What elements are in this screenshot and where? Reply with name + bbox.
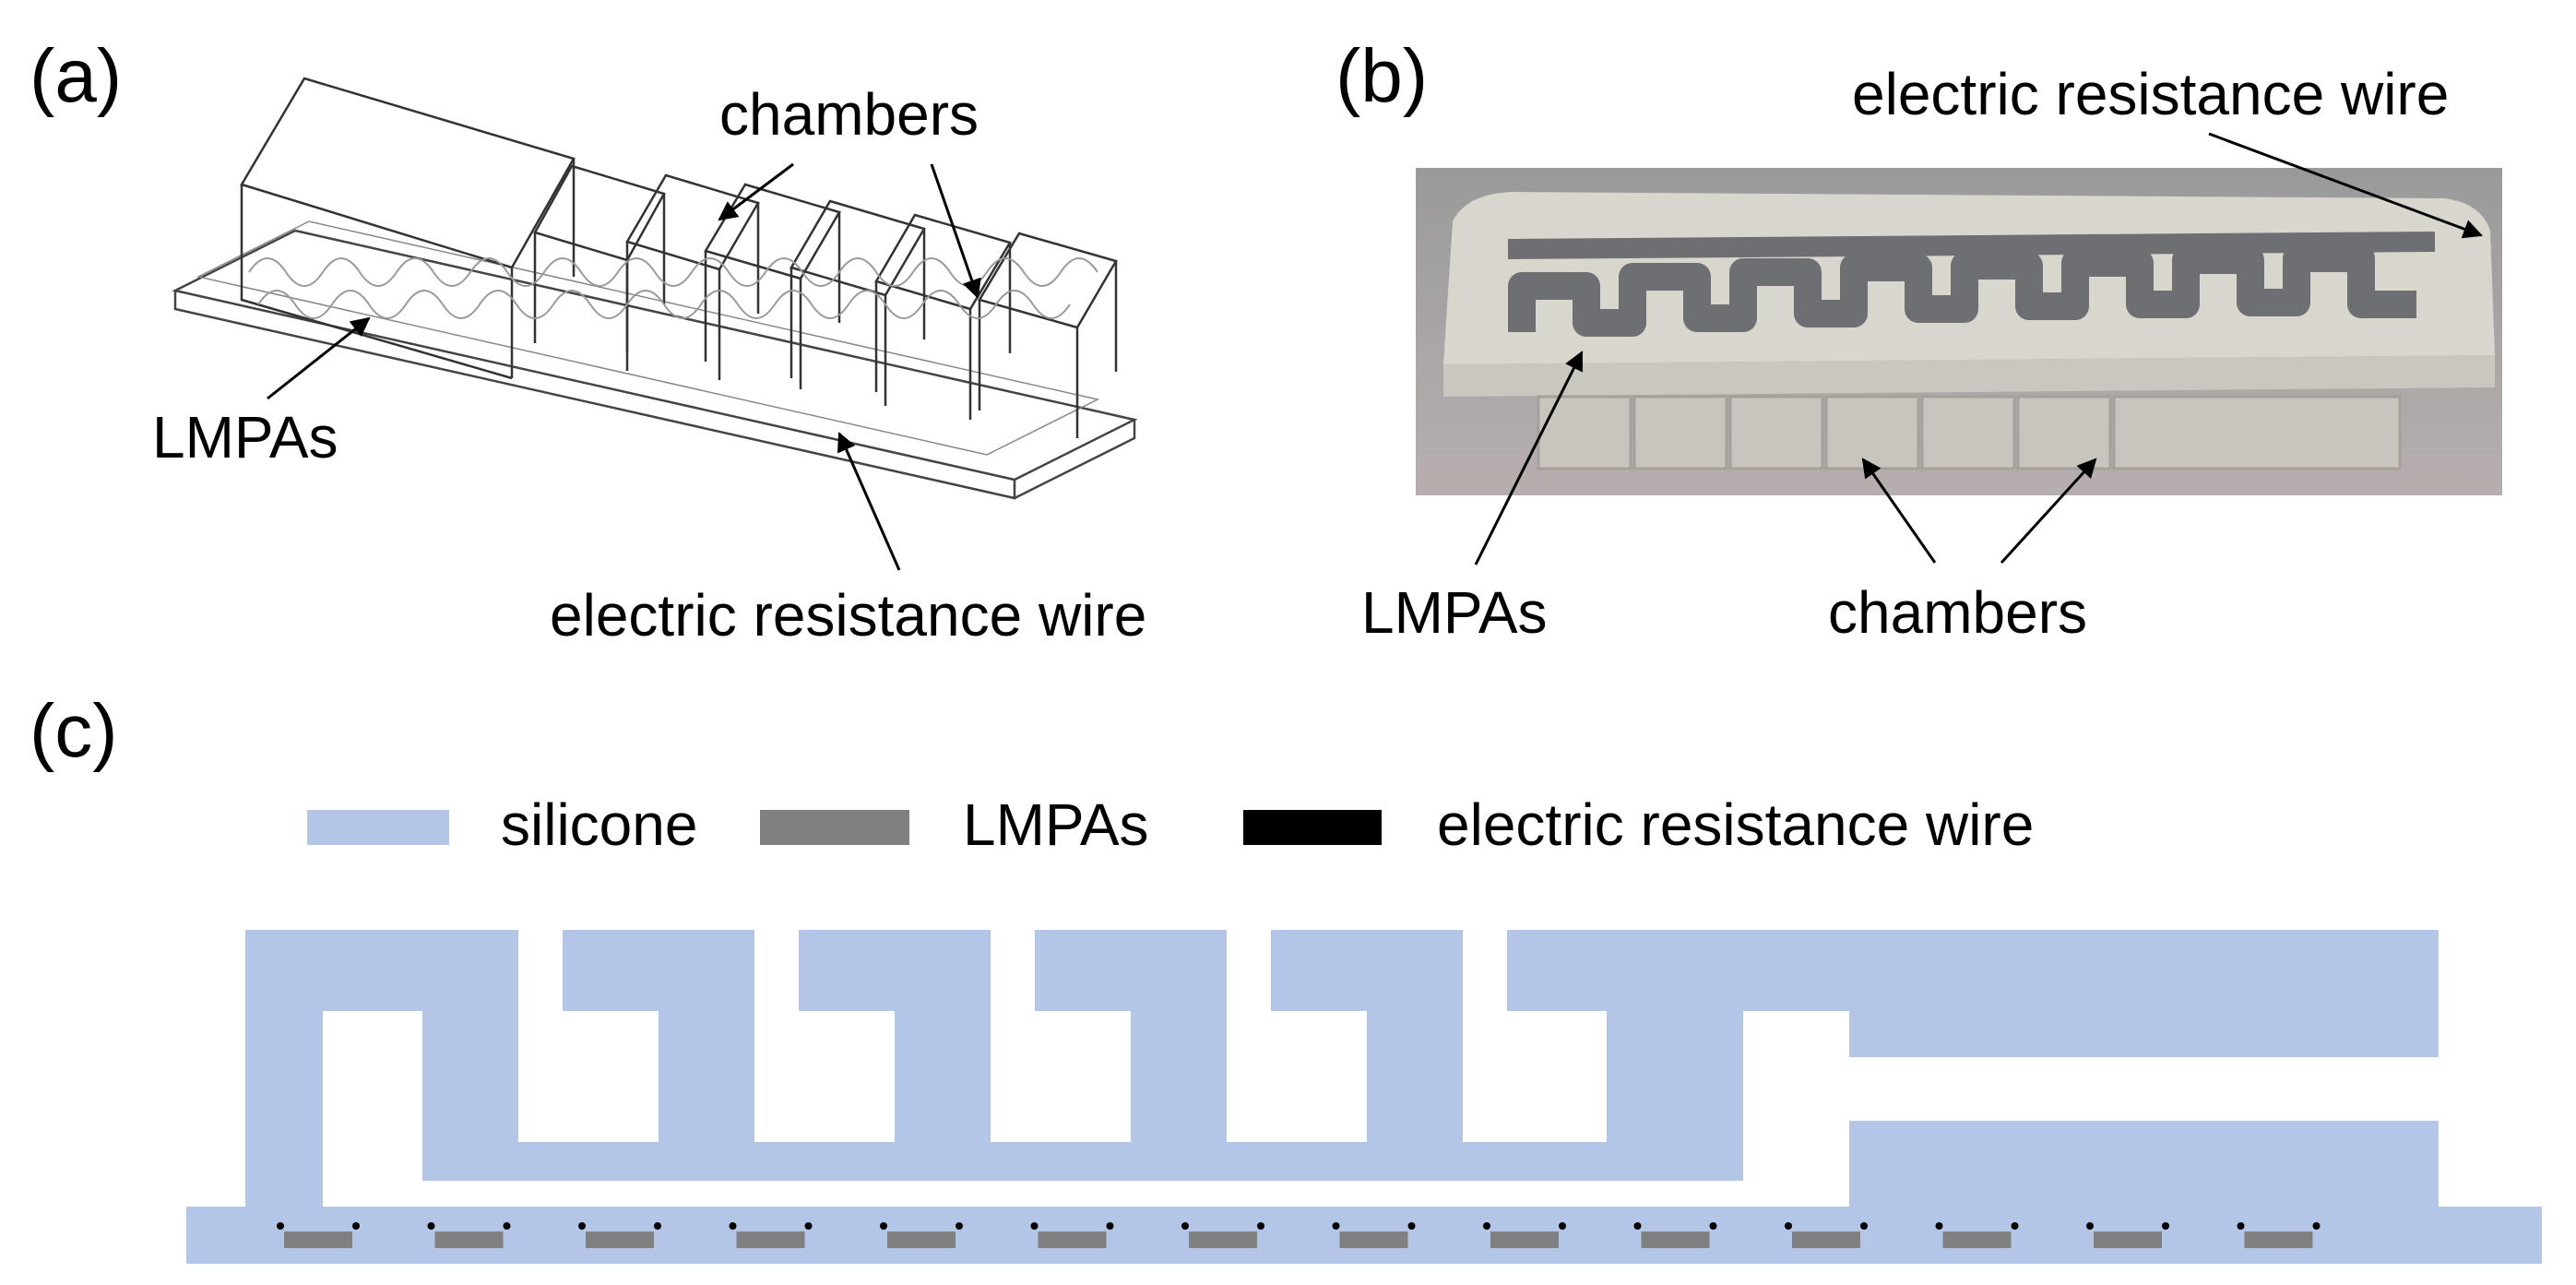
lmpa-strip — [736, 1231, 805, 1248]
lmpa-strip — [1641, 1231, 1710, 1248]
panel-a-arrows — [267, 162, 981, 571]
large-block — [240, 77, 576, 380]
lmpa-strip — [887, 1231, 956, 1248]
lmpa-strip — [1490, 1231, 1559, 1248]
panel-b-label: (b) — [1335, 34, 1429, 118]
wire-dot — [2086, 1222, 2094, 1230]
lmpa-strip — [1339, 1231, 1408, 1248]
lmpa-strip — [1792, 1231, 1860, 1248]
legend-swatch-silicone — [307, 810, 449, 845]
wire-dot — [2237, 1222, 2245, 1230]
lmpa-strip — [1038, 1231, 1107, 1248]
wire-dot — [1332, 1222, 1340, 1230]
wire-dot — [1935, 1222, 1943, 1230]
lmpa-row — [277, 1222, 2321, 1248]
wire-dot — [578, 1222, 586, 1230]
legend-label-lmpas: LMPAs — [963, 791, 1149, 858]
base-plate — [172, 220, 1138, 500]
panel-a-wire-label: electric resistance wire — [550, 582, 1147, 648]
legend-label-silicone: silicone — [501, 791, 698, 858]
panel-a-label: (a) — [30, 34, 123, 118]
wire-dot — [1785, 1222, 1792, 1230]
lmpa-strip — [434, 1231, 504, 1248]
lmpa-strip — [1189, 1231, 1257, 1248]
wire-dot — [1559, 1222, 1566, 1230]
photo-lmpa-pattern — [1508, 244, 2416, 337]
wire-dot — [956, 1222, 963, 1230]
wire-dot — [1709, 1222, 1717, 1230]
lmpa-strip — [1942, 1231, 2012, 1248]
wire-dot — [804, 1222, 813, 1230]
wire-dot — [503, 1222, 511, 1230]
wire-dot — [1633, 1222, 1642, 1230]
wire-dot — [1257, 1222, 1264, 1230]
wire-dot — [1483, 1222, 1490, 1230]
panel-a-lmpas-label: LMPAs — [152, 404, 338, 470]
wire-dot — [1030, 1222, 1039, 1230]
lmpa-strip — [284, 1231, 352, 1248]
chamber-blocks — [533, 164, 1118, 438]
legend-label-wire: electric resistance wire — [1437, 791, 2035, 858]
panel-b-arrows — [1474, 132, 2483, 565]
panel-b-chambers-label: chambers — [1828, 579, 2087, 646]
wire-dot — [2312, 1222, 2321, 1230]
lmpa-traces — [248, 257, 1098, 319]
legend-swatch-lmpas — [760, 810, 909, 845]
wire-dot — [1106, 1222, 1114, 1230]
wire-dot — [277, 1222, 284, 1230]
panel-b-lmpas-label: LMPAs — [1361, 579, 1548, 646]
legend-swatch-wire — [1243, 810, 1382, 845]
wire-dot — [729, 1222, 737, 1230]
wire-dot — [1860, 1222, 1868, 1230]
panel-b-wire-label: electric resistance wire — [1852, 61, 2450, 127]
wire-dot — [2011, 1222, 2019, 1230]
wire-dot — [1407, 1222, 1416, 1230]
panel-a-chambers-label: chambers — [719, 81, 979, 148]
photo-chambers — [1537, 395, 2402, 470]
channels — [323, 930, 2439, 1207]
panel-c-label: (c) — [30, 689, 118, 773]
lmpa-strip — [2244, 1231, 2313, 1248]
wire-dot — [352, 1222, 360, 1230]
silicone-shapes — [186, 930, 2542, 1264]
wire-dot — [880, 1222, 887, 1230]
wire-dot — [2162, 1222, 2169, 1230]
wire-dot — [1181, 1222, 1189, 1230]
lmpa-strip — [586, 1231, 654, 1248]
wire-dot — [654, 1222, 661, 1230]
wire-dot — [427, 1222, 435, 1230]
lmpa-strip — [2094, 1231, 2162, 1248]
